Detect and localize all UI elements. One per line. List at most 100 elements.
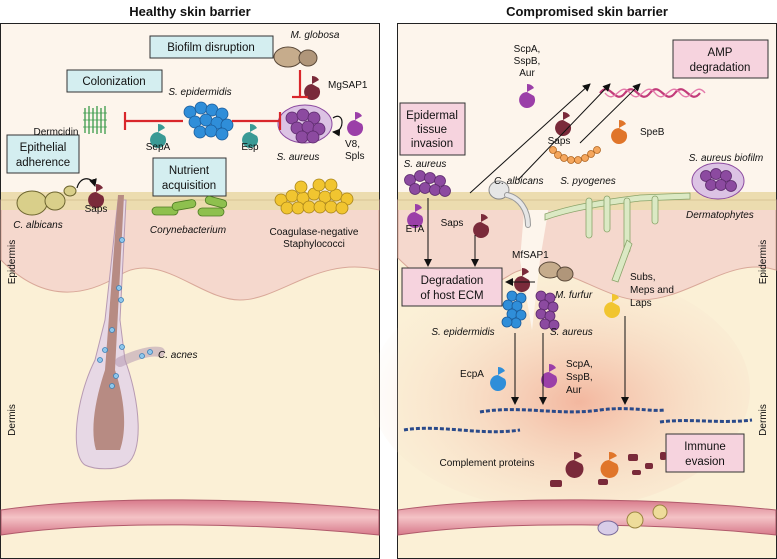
subs-label-3: Laps	[630, 298, 652, 309]
left-epidermis	[0, 199, 380, 301]
corynebacterium-cells	[151, 195, 228, 217]
dermcidin-molecule	[83, 106, 107, 134]
colonization-box	[66, 69, 163, 93]
hair-follicle	[75, 199, 139, 470]
mfsap1-protease	[514, 267, 531, 292]
mgsap1-protease	[304, 75, 321, 100]
coag-neg-label-2: Staphylococci	[283, 239, 345, 250]
subs-label-2: Meps and	[630, 285, 674, 296]
immune-evasion-box	[665, 433, 745, 473]
left-dermis	[1, 260, 379, 558]
esp-protease	[242, 123, 259, 148]
inflammation-zone	[370, 270, 750, 510]
saps-protease-left	[88, 183, 105, 208]
m-furfur-cells	[538, 261, 574, 282]
biofilm-disruption-label: Biofilm disruption	[167, 42, 255, 54]
arrow-s-pyogenes-to-amp	[579, 83, 641, 144]
colonization-label: Colonization	[82, 76, 145, 88]
nutrient-acquisition-box	[152, 157, 227, 197]
ecpa-protease	[490, 366, 507, 391]
c-albicans-right	[488, 180, 531, 228]
biofilm-disruption-box	[149, 35, 274, 59]
ecpa-label: EcpA	[460, 369, 484, 380]
ecm-label-2: of host ECM	[420, 290, 483, 302]
eta-label: ETA	[406, 224, 425, 235]
c-albicans-left	[16, 185, 77, 216]
s-epidermidis-label: S. epidermidis	[168, 87, 231, 98]
coagulase-negative-cluster	[274, 178, 354, 215]
saps-mid-label: Saps	[441, 218, 464, 229]
sepa-label: SepA	[146, 142, 171, 153]
m-globosa-label: M. globosa	[291, 30, 340, 41]
s-aureus-bottom-label: S. aureus	[550, 327, 593, 338]
eta-protease	[407, 203, 424, 228]
right-panel: Epidermis Dermis AMP degradation Epiderm…	[370, 23, 777, 559]
right-blood-vessel	[397, 499, 777, 536]
amp-degradation-box	[672, 39, 769, 79]
nutrient-label-1: Nutrient	[169, 165, 210, 177]
left-blood-vessel	[0, 499, 380, 536]
amp-helix	[599, 88, 701, 98]
subs-protease	[604, 293, 621, 318]
esp-label: Esp	[241, 142, 259, 153]
s-epidermidis-cluster	[183, 101, 234, 141]
left-panel: Epidermis Dermis Biofilm disruption Colo…	[0, 23, 380, 559]
scpa-bot-label-1: ScpA,	[566, 359, 593, 370]
v8-label: V8,	[345, 139, 360, 150]
scpa-top-protease	[519, 83, 536, 108]
saps-top-label: Saps	[548, 136, 571, 147]
c-acnes-cells	[97, 237, 153, 389]
c-acnes-label: C. acnes	[158, 350, 197, 361]
s-aureus-biofilm-cells	[700, 168, 737, 192]
amp-label-1: AMP	[708, 47, 733, 59]
epithelial-label-1: Epithelial	[20, 142, 67, 154]
scpa-bot-label-3: Aur	[566, 385, 582, 396]
immune-label-1: Immune	[684, 441, 726, 453]
sepa-protease	[150, 123, 167, 148]
saps-top-protease	[555, 111, 572, 136]
coag-neg-label-1: Coagulase-negative	[270, 227, 359, 238]
m-globosa-cells	[273, 46, 318, 68]
mfsap1-label: MfSAP1	[512, 250, 549, 261]
speb-protease	[611, 119, 628, 144]
corynebacterium-label: Corynebacterium	[150, 225, 226, 236]
s-aureus-biofilm-label: S. aureus biofilm	[689, 153, 763, 164]
dermcidin-label: Dermcidin	[33, 127, 78, 138]
scpa-top-label-2: SspB,	[514, 56, 541, 67]
left-dermis-label: Dermis	[7, 404, 18, 436]
scpa-top-label-3: Aur	[519, 68, 535, 79]
v8-protease	[347, 111, 364, 136]
s-aureus-label-left: S. aureus	[277, 152, 320, 163]
ecm-degradation-box	[401, 267, 503, 307]
epidermal-invasion-box	[399, 102, 466, 156]
epidermal-label-3: invasion	[411, 138, 453, 150]
arrow-s-aureus-to-amp	[469, 83, 591, 194]
mgsap1-label: MgSAP1	[328, 80, 368, 91]
saps-mid-protease	[473, 213, 490, 238]
complement-label: Complement proteins	[439, 458, 534, 469]
epidermal-label-1: Epidermal	[406, 110, 458, 122]
subs-label-1: Subs,	[630, 272, 656, 283]
epithelial-adherence-box	[6, 134, 80, 174]
ecm-label-1: Degradation	[421, 275, 484, 287]
right-dermis-label: Dermis	[758, 404, 769, 436]
s-pyogenes-chain	[549, 146, 601, 164]
right-epidermis-label: Epidermis	[758, 240, 769, 284]
epidermal-label-2: tissue	[417, 124, 447, 136]
complement-fragments	[550, 451, 666, 487]
immune-cells	[597, 504, 668, 536]
amp-label-2: degradation	[690, 62, 751, 74]
right-panel-title: Compromised skin barrier	[506, 4, 668, 19]
s-pyogenes-label: S. pyogenes	[560, 176, 616, 187]
dermatophyte-hyphae	[544, 192, 691, 283]
spls-label: Spls	[345, 151, 364, 162]
scpa-bottom-protease	[541, 363, 558, 388]
ecm-fibers	[403, 407, 753, 434]
m-furfur-label: M. furfur	[555, 290, 593, 301]
s-aureus-cluster-left	[285, 108, 326, 144]
saps-label-left: Saps	[85, 204, 108, 215]
epithelial-label-2: adherence	[16, 157, 70, 169]
left-panel-title: Healthy skin barrier	[129, 4, 250, 19]
s-aureus-column	[535, 290, 560, 331]
